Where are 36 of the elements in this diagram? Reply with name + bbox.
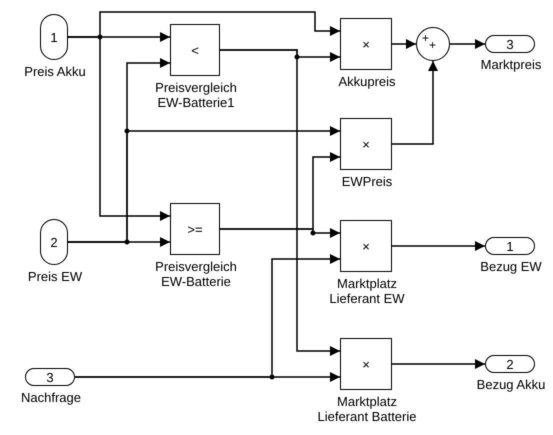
- block-label: Marktplatz Lieferant Batterie: [316, 394, 418, 424]
- signal-line: [392, 39, 416, 49]
- block-label: Bezug Akku: [476, 377, 546, 392]
- block-label: Bezug EW: [480, 259, 542, 274]
- operator-symbol: ×: [362, 240, 370, 252]
- signal-line: [220, 152, 340, 230]
- plus-sign: +: [422, 32, 430, 44]
- signal-line: [392, 61, 438, 145]
- signal-line: [75, 254, 340, 378]
- operator-symbol: ×: [362, 358, 370, 370]
- plus-sign: +: [429, 39, 436, 51]
- operator-symbol: ×: [362, 38, 370, 50]
- signal-line: [392, 359, 485, 369]
- block-label: Preis EW: [28, 269, 82, 284]
- port-number: 3: [506, 38, 514, 50]
- block-label: Akkupreis: [338, 74, 396, 89]
- operator-symbol: ×: [362, 138, 370, 150]
- signal-line: [392, 241, 485, 251]
- signal-line: [220, 49, 340, 356]
- port-number: 1: [506, 240, 514, 252]
- signal-line: [450, 39, 485, 49]
- port-number: 3: [46, 370, 54, 384]
- block-label: Marktpreis: [480, 57, 542, 72]
- block-label: Nachfrage: [21, 390, 81, 405]
- signal-line: [68, 126, 340, 243]
- operator-symbol: >=: [187, 222, 203, 236]
- signal-line: [68, 36, 170, 221]
- block-label: Preis Akku: [24, 64, 86, 79]
- port-number: 1: [50, 30, 58, 44]
- block-label: Preisvergleich EW-Batterie: [154, 259, 238, 289]
- block-label: Marktplatz Lieferant EW: [328, 276, 406, 306]
- port-number: 2: [50, 236, 58, 248]
- port-number: 2: [506, 358, 514, 370]
- operator-symbol: <: [191, 44, 199, 56]
- block-label: EWPreis: [342, 174, 392, 189]
- block-label: Preisvergleich EW-Batterie1: [154, 80, 238, 110]
